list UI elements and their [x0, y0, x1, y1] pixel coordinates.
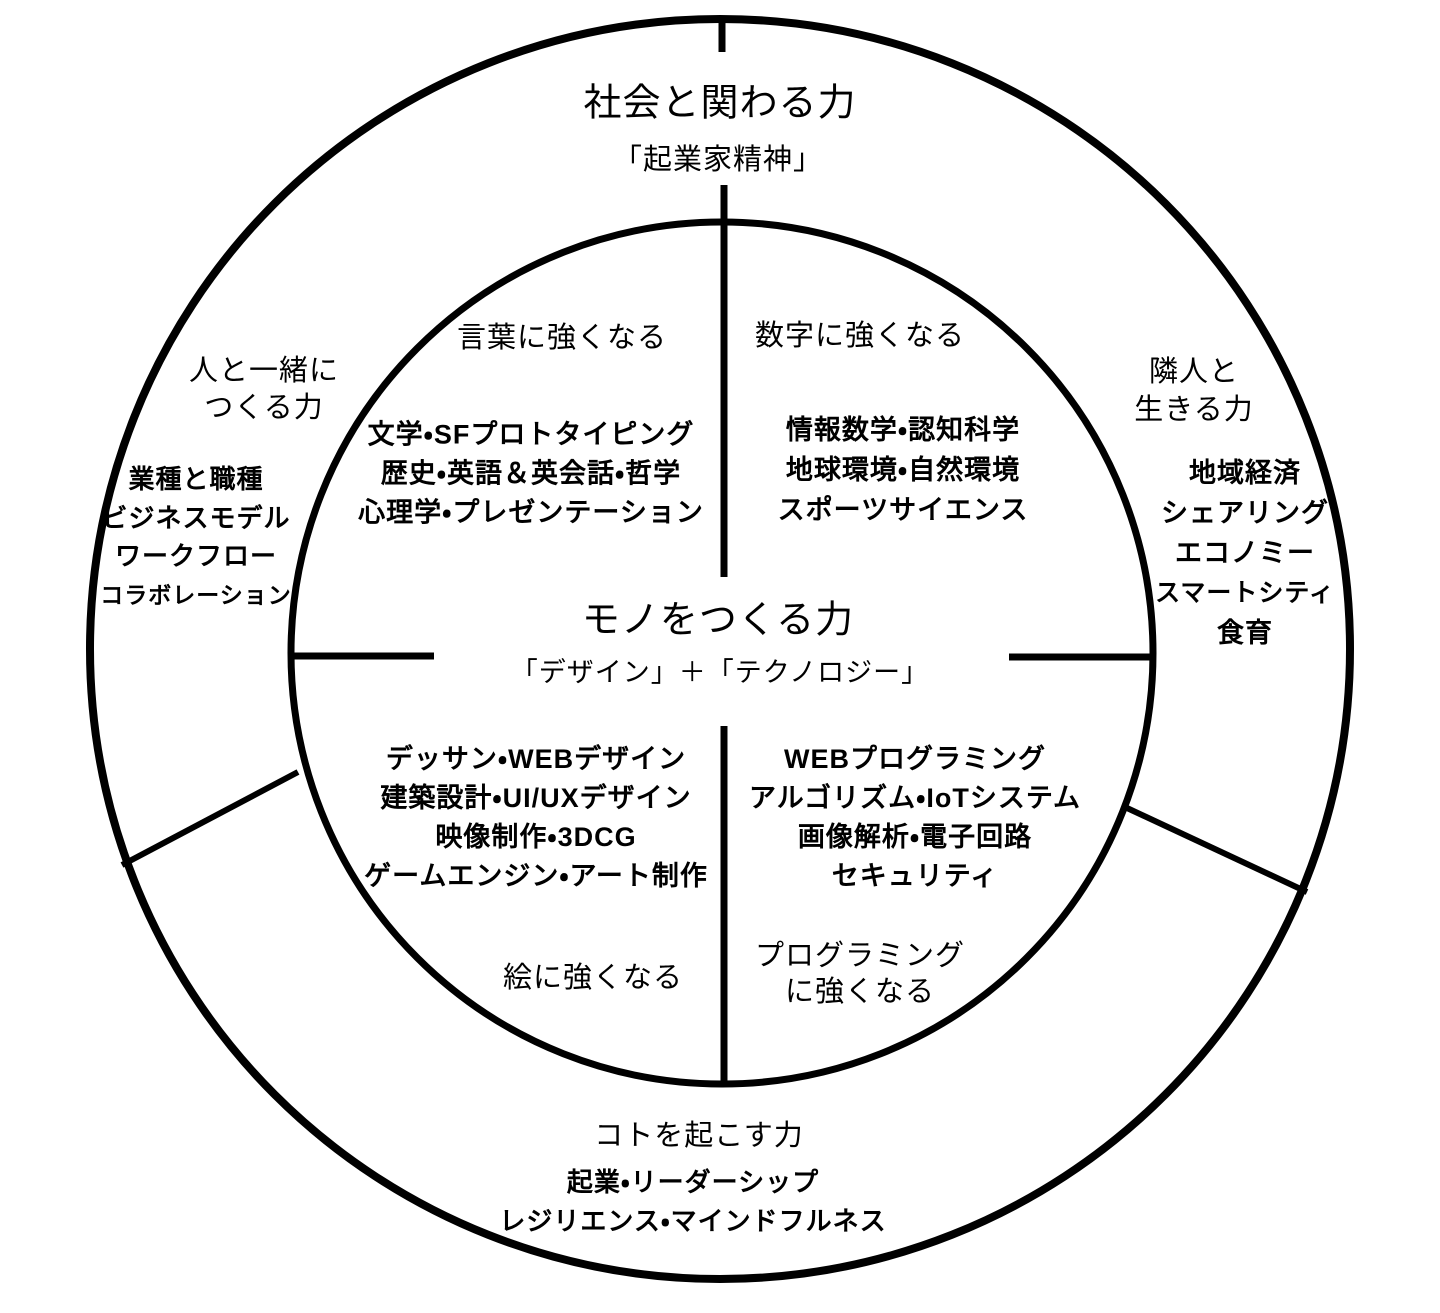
- list-item: アルゴリズム・IoTシステム: [748, 783, 1082, 813]
- list-item: ワークフロー: [114, 541, 278, 571]
- right-sector-divider: [1125, 805, 1309, 895]
- outer-top-subtitle: 「起業家精神」: [612, 144, 824, 176]
- quadrant-bottomright-label-line: プログラミング: [754, 940, 966, 972]
- list-item: セキュリティ: [831, 861, 999, 891]
- list-item: ゲームエンジン・アート制作: [364, 861, 708, 891]
- quadrant-topleft-label: 言葉に強くなる: [456, 322, 668, 354]
- quadrant-bottomright-label: プログラミング に強くなる: [755, 938, 965, 1010]
- outer-right-title-line: 生きる力: [1134, 394, 1254, 426]
- left-sector-divider: [120, 769, 300, 868]
- list-item: 画像解析・電子回路: [797, 822, 1033, 852]
- list-item: ビジネスモデル: [101, 502, 291, 533]
- quadrant-topleft-items: 文学・SFプロトタイピング 歴史・英語＆英会話・哲学 心理学・プレゼンテーション: [358, 416, 704, 533]
- quadrant-bottomright-items: WEBプログラミング アルゴリズム・IoTシステム 画像解析・電子回路 セキュリ…: [749, 740, 1081, 896]
- list-item: コラボレーション: [100, 581, 292, 608]
- list-item: スマートシティ: [1155, 579, 1335, 607]
- outer-circle: [86, 15, 1354, 1283]
- list-item: 食育: [1216, 618, 1273, 648]
- list-item: シェアリング: [1160, 498, 1329, 528]
- outer-right-items: 地域経済 シェアリング エコノミー スマートシティ 食育: [1155, 453, 1335, 653]
- outer-right-title: 隣人と 生きる力: [1134, 353, 1253, 429]
- list-item: 地域経済: [1188, 458, 1301, 488]
- outer-bottom-title: コトを起こす力: [594, 1120, 804, 1152]
- list-item: 歴史・英語＆英会話・哲学: [380, 458, 682, 489]
- outer-left-items: 業種と職種 ビジネスモデル ワークフロー コラボレーション: [100, 460, 292, 614]
- list-item: 映像制作・3DCG: [435, 822, 637, 852]
- outer-top-title: 社会と関わる力: [583, 82, 857, 125]
- outer-left-title-line: 人と一緒に: [188, 355, 340, 387]
- outer-right-title-line: 隣人と: [1148, 356, 1240, 388]
- inner-center-subtitle: 「デザイン」＋「テクノロジー」: [510, 657, 930, 688]
- list-item: デッサン・WEBデザイン: [385, 744, 687, 774]
- list-item: WEBプログラミング: [783, 744, 1046, 774]
- quadrant-topright-label: 数字に強くなる: [754, 320, 966, 352]
- list-item: 情報数学・認知科学: [785, 415, 1021, 445]
- outer-left-title: 人と一緒に つくる力: [189, 353, 339, 427]
- outer-bottom-items: 起業・リーダーシップ レジリエンス・マインドフルネス: [499, 1163, 886, 1241]
- inner-center-title: モノをつくる力: [581, 599, 855, 642]
- list-item: 業種と職種: [128, 464, 264, 494]
- quadrant-bottomleft-label: 絵に強くなる: [502, 962, 684, 994]
- list-item: 起業・リーダーシップ: [566, 1167, 820, 1197]
- list-item: エコノミー: [1174, 538, 1315, 568]
- quadrant-bottomright-label-line: に強くなる: [784, 976, 936, 1008]
- outer-left-title-line: つくる力: [204, 392, 324, 424]
- list-item: レジリエンス・マインドフルネス: [499, 1206, 887, 1236]
- list-item: 文学・SFプロトタイピング: [367, 419, 695, 450]
- list-item: 地球環境・自然環境: [785, 455, 1021, 485]
- list-item: スポーツサイエンス: [777, 495, 1029, 525]
- quadrant-topright-items: 情報数学・認知科学 地球環境・自然環境 スポーツサイエンス: [778, 410, 1029, 530]
- list-item: 心理学・プレゼンテーション: [358, 497, 704, 528]
- quadrant-bottomleft-items: デッサン・WEBデザイン 建築設計・UI/UXデザイン 映像制作・3DCG ゲー…: [364, 740, 708, 896]
- list-item: 建築設計・UI/UXデザイン: [380, 783, 692, 813]
